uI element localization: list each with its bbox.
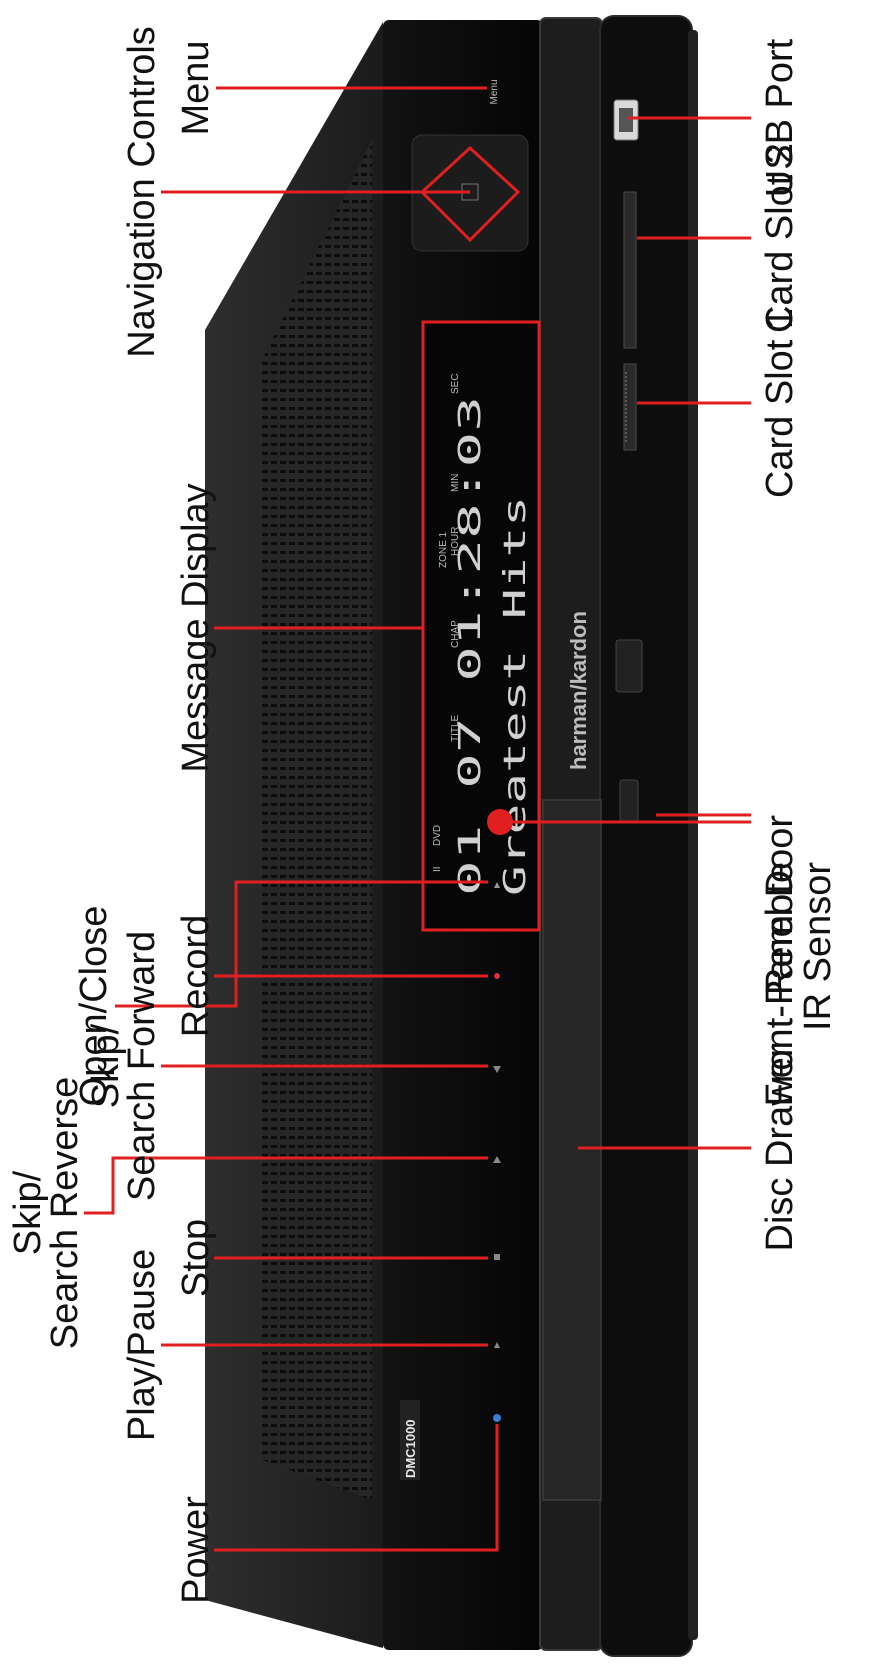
vent-grille: [262, 140, 372, 1500]
vfd-indicator-hour: HOUR: [450, 527, 461, 556]
brand-logo: harman/kardon: [566, 611, 591, 770]
side-panel: [599, 15, 693, 1657]
vfd-indicator-pause: II: [432, 866, 443, 872]
callout-card-slot-1: Card Slot 1: [759, 308, 801, 498]
remote-ir-sensor: [487, 809, 513, 835]
callout-skip-forward-line2: Search Forward: [121, 931, 163, 1201]
callout-record: Record: [175, 915, 217, 1038]
svg-text:Greatest Hits: Greatest Hits: [498, 496, 533, 896]
callout-power: Power: [175, 1496, 217, 1604]
vfd-indicator-zone: ZONE 1: [438, 531, 449, 568]
usb-port-inner: [619, 108, 633, 132]
leader-lines: [84, 86, 751, 1552]
callout-skip-reverse-line2: Search Reverse: [44, 1077, 86, 1349]
callout-skip-forward-line1: Skip/: [85, 1023, 127, 1108]
side-edge: [688, 30, 698, 1640]
vfd-indicator-chap: CHAP: [450, 620, 461, 648]
skip-reverse-button[interactable]: [493, 1156, 501, 1163]
power-button[interactable]: [493, 1414, 501, 1422]
menu-button[interactable]: Menu: [489, 79, 500, 104]
vfd-time-line: 01 07 01:28:03: [453, 396, 488, 896]
model-badge-plate: [400, 1400, 420, 1480]
stop-button[interactable]: [494, 1254, 500, 1260]
record-button[interactable]: [494, 973, 500, 979]
leader-open-close: [115, 880, 488, 1008]
card-slot-1[interactable]: [623, 363, 637, 451]
door-latch: [615, 639, 643, 693]
callout-stop: Stop: [175, 1219, 217, 1297]
callout-navigation-controls: Navigation Controls: [121, 26, 163, 358]
door-latch-2: [619, 779, 639, 823]
card-slot-2[interactable]: [623, 191, 637, 349]
vfd-text-line: Greatest Hits: [498, 496, 533, 896]
callout-card-slot-2: Card Slot 2: [759, 143, 801, 333]
skip-forward-button[interactable]: [493, 1066, 501, 1073]
callout-open-close: Open/Close: [73, 906, 115, 1107]
leader-power: [214, 1424, 499, 1552]
model-badge: DMC1000: [403, 1419, 418, 1478]
callout-remote-line1: Remote: [759, 862, 801, 995]
device: Menu 01 07 01:28:03 Greatest Hits II DVD…: [205, 15, 698, 1657]
callout-usb-port: USB Port: [759, 38, 801, 197]
callout-play-pause: Play/Pause: [121, 1249, 163, 1441]
callouts-left: Menu Navigation Controls Message Display…: [7, 26, 217, 1604]
vfd-indicator-min: MIN: [450, 474, 461, 492]
vfd-indicator-sec: SEC: [450, 373, 461, 394]
navigation-controls[interactable]: [419, 145, 521, 243]
vfd-indicator-title: TITLE: [450, 714, 461, 742]
leader-skip-reverse: [84, 1156, 488, 1215]
callout-disc-drawer: Disc Drawer: [759, 1044, 801, 1251]
callout-front-panel-door: Front-Panel Door: [759, 815, 801, 1107]
play-pause-button[interactable]: [494, 1342, 500, 1348]
message-display: [421, 320, 541, 932]
callout-remote-line2: IR Sensor: [797, 862, 839, 1031]
callout-menu: Menu: [175, 40, 217, 135]
open-close-button[interactable]: [494, 882, 500, 888]
disc-drawer[interactable]: [542, 799, 602, 1501]
vfd-indicator-dvd: DVD: [432, 825, 443, 846]
callout-message-display: Message Display: [175, 483, 217, 772]
svg-text:01 07 01:28:03: 01 07 01:28:03: [453, 396, 488, 896]
callouts-right: USB Port Card Slot 2 Card Slot 1 Front-P…: [759, 38, 839, 1251]
callout-skip-reverse-line1: Skip/: [7, 1170, 49, 1255]
